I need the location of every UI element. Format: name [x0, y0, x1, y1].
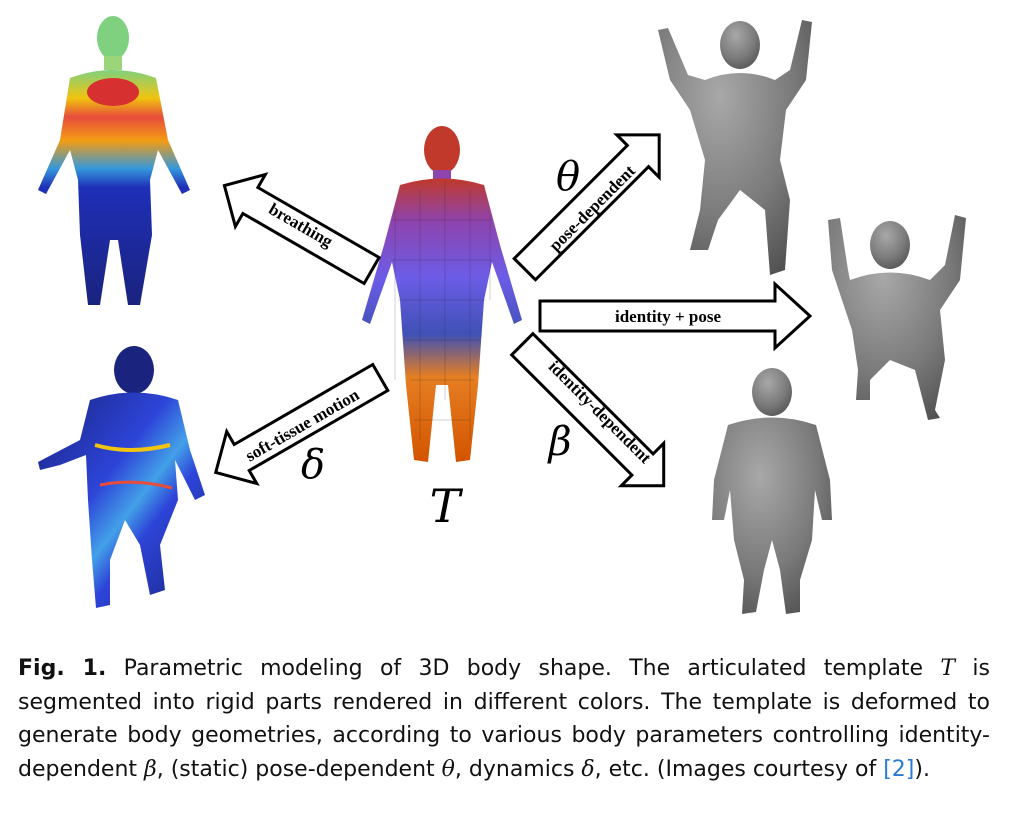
soft-tissue-arrow [213, 362, 390, 486]
caption-T: T [940, 656, 956, 681]
caption-beta: β [144, 756, 157, 782]
soft-tissue-body-render [38, 346, 205, 608]
caption-delta: δ [581, 756, 595, 782]
pose-body-render [658, 20, 812, 275]
caption-text-3: , (static) pose-dependent [156, 756, 442, 782]
caption-label: Fig. 1. [18, 656, 107, 681]
reference-link[interactable]: [2] [883, 756, 915, 782]
template-symbol: T [430, 479, 464, 533]
caption-theta: θ [441, 756, 455, 782]
caption-text-6: ). [914, 756, 930, 782]
breathing-body-render [38, 16, 190, 305]
figure-illustration: breathing pose-dependent identity + pose… [38, 16, 966, 614]
caption-text-4: , dynamics [454, 756, 582, 782]
caption-text-2: is segmented into rigid parts rendered i… [18, 656, 991, 782]
theta-symbol: θ [556, 154, 580, 200]
beta-symbol: β [546, 419, 571, 465]
identity-pose-body-render [828, 215, 966, 420]
identity-pose-label: identity + pose [615, 307, 721, 326]
breathing-arrow [222, 172, 382, 286]
identity-body-render [712, 368, 832, 614]
template-body-render [362, 126, 522, 462]
figure-caption: Fig. 1. Parametric modeling of 3D body s… [18, 652, 990, 786]
caption-text-1: Parametric modeling of 3D body shape. Th… [106, 656, 941, 681]
identity-dependent-arrow [509, 331, 666, 488]
identity-pose-arrow [538, 280, 813, 352]
caption-text-5: , etc. (Images courtesy of [594, 756, 884, 782]
delta-symbol: δ [301, 442, 325, 488]
pose-dependent-arrow [512, 133, 661, 282]
